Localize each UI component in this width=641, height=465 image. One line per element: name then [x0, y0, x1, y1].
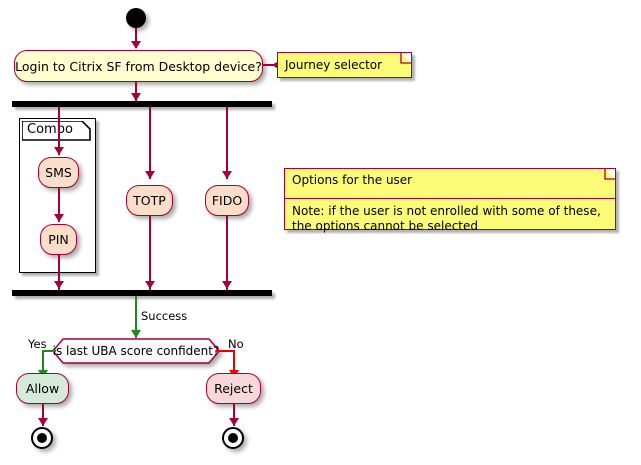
start-node — [126, 8, 146, 28]
activity-totp[interactable]: TOTP — [126, 185, 173, 216]
edge-fork-to-sms — [58, 107, 60, 155]
note-journey-selector: Journey selector — [277, 52, 412, 78]
end-node-allow — [31, 427, 53, 449]
edge-fork-to-fido — [226, 107, 228, 179]
edge-join-to-decision — [135, 296, 137, 338]
activity-totp-label: TOTP — [133, 193, 166, 208]
note-journey-selector-text: Journey selector — [285, 58, 383, 72]
activity-sms[interactable]: SMS — [38, 157, 79, 188]
decision-uba-score[interactable]: is last UBA score confident? — [52, 338, 220, 364]
edge-fido-to-join — [226, 216, 228, 290]
note-options-for-the-user: Options for the user Note: if the user i… — [284, 168, 616, 233]
edge-allow-to-end — [42, 404, 44, 426]
edge-pin-to-join — [58, 255, 60, 290]
arrow-pin-to-join-icon — [54, 281, 64, 289]
edge-start-to-login — [135, 28, 137, 48]
edge-label-no: No — [228, 337, 244, 351]
arrow-start-to-login-icon — [131, 41, 141, 49]
edge-no-vertical — [233, 350, 235, 378]
note-options-header: Options for the user — [292, 173, 413, 187]
edge-reject-to-end — [233, 404, 235, 426]
arrow-reject-to-end-icon — [229, 418, 239, 426]
activity-fido[interactable]: FIDO — [205, 185, 249, 216]
fork-bar — [12, 101, 272, 107]
end-node-reject-inner — [228, 433, 238, 443]
note-options-fold-corner-icon — [605, 169, 615, 179]
arrow-fido-to-join-icon — [222, 281, 232, 289]
activity-pin-label: PIN — [48, 232, 69, 247]
join-bar — [12, 290, 272, 296]
activity-pin[interactable]: PIN — [40, 224, 77, 255]
edge-sms-to-pin — [58, 188, 60, 222]
group-combo — [19, 118, 96, 273]
activity-login-label: Login to Citrix SF from Desktop device? — [15, 58, 262, 74]
edge-label-success: Success — [141, 309, 188, 323]
decision-uba-score-label: is last UBA score confident? — [52, 344, 220, 358]
note-options-body: Note: if the user is not enrolled with s… — [292, 204, 601, 233]
note-anchor-line — [263, 64, 279, 66]
activity-sms-label: SMS — [45, 165, 72, 180]
edge-fork-to-totp — [149, 107, 151, 179]
arrow-fork-to-fido-icon — [222, 171, 232, 179]
activity-allow-label: Allow — [25, 381, 60, 396]
edge-no-horizontal — [216, 350, 234, 352]
activity-fido-label: FIDO — [211, 193, 243, 208]
edge-label-yes: Yes — [28, 337, 47, 351]
edge-yes-horizontal — [42, 350, 56, 352]
note-fold-corner-icon — [401, 53, 411, 63]
arrow-fork-to-sms-icon — [54, 147, 64, 155]
edge-yes-vertical — [42, 350, 44, 378]
activity-reject-label: Reject — [214, 381, 253, 396]
end-node-allow-inner — [37, 433, 47, 443]
arrow-sms-to-pin-icon — [54, 214, 64, 222]
arrow-totp-to-join-icon — [145, 281, 155, 289]
arrow-login-to-fork-icon — [131, 93, 141, 101]
group-combo-title: Combo — [27, 122, 73, 137]
end-node-reject — [222, 427, 244, 449]
arrow-allow-to-end-icon — [38, 418, 48, 426]
edge-totp-to-join — [149, 216, 151, 290]
group-combo-tab-icon — [22, 121, 91, 141]
edge-login-to-fork — [135, 82, 137, 102]
activity-reject[interactable]: Reject — [206, 373, 261, 404]
arrow-fork-to-totp-icon — [145, 171, 155, 179]
activity-allow[interactable]: Allow — [16, 373, 69, 404]
arrow-join-to-decision-icon — [131, 330, 141, 338]
activity-login[interactable]: Login to Citrix SF from Desktop device? — [14, 50, 263, 82]
